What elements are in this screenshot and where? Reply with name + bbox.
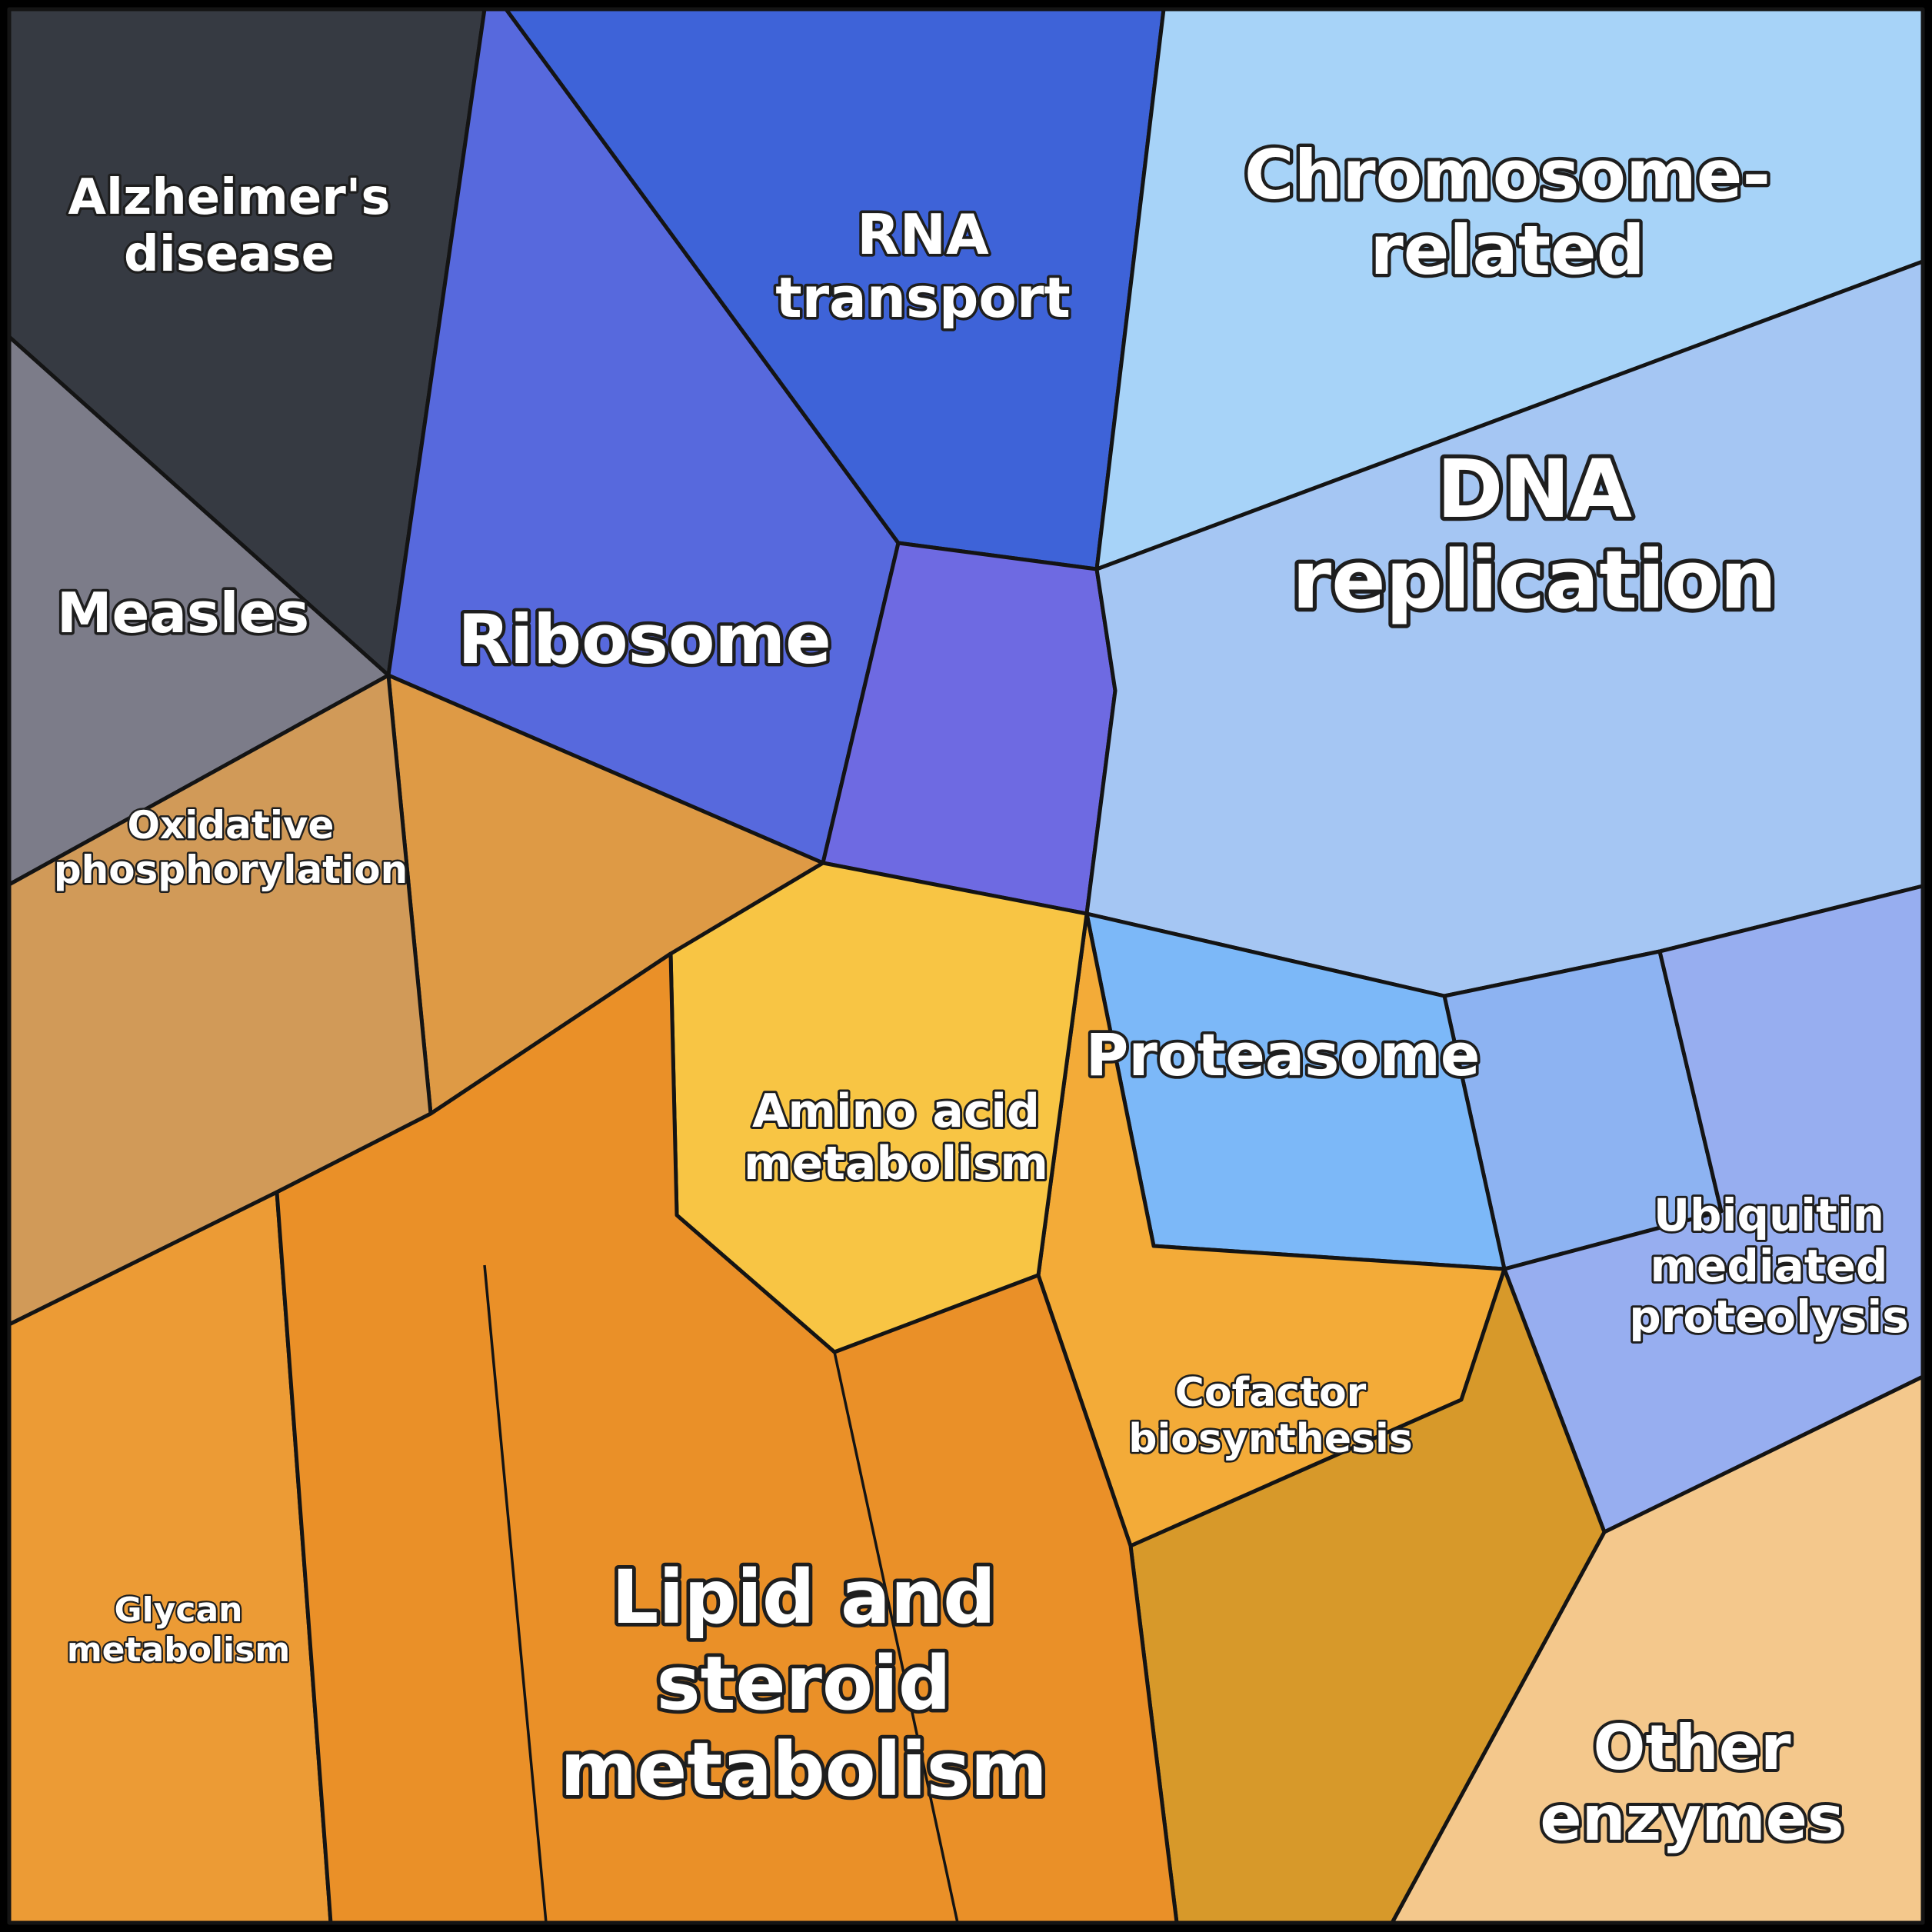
label-line: Alzheimer's xyxy=(68,169,391,226)
internal-edges-layer xyxy=(483,1264,959,1924)
label-line: metabolism xyxy=(744,1137,1048,1191)
cells-layer xyxy=(7,7,1925,1925)
label-line: Amino acid xyxy=(752,1084,1040,1138)
label-line: Lipid and xyxy=(611,1554,996,1641)
label-line: Cofactor xyxy=(1175,1370,1367,1416)
label-proteasome: Proteasome xyxy=(1086,1021,1481,1089)
label-line: Other xyxy=(1594,1712,1791,1784)
label-line: disease xyxy=(124,226,335,283)
label-line: RNA xyxy=(857,202,989,267)
label-line: DNA xyxy=(1437,442,1632,536)
label-line: related xyxy=(1370,211,1644,290)
label-line: metabolism xyxy=(560,1727,1047,1813)
label-measles: Measles xyxy=(57,581,309,645)
label-line: enzymes xyxy=(1540,1783,1844,1854)
label-line: phosphorylation xyxy=(54,848,408,892)
sub-cell-edge xyxy=(833,1351,959,1924)
label-ribosome: Ribosome xyxy=(458,600,831,679)
label-line: mediated xyxy=(1651,1240,1888,1292)
label-line: Ubiquitin xyxy=(1654,1189,1884,1241)
label-line: replication xyxy=(1292,533,1777,627)
label-line: Glycan xyxy=(115,1591,243,1630)
label-line: Ribosome xyxy=(458,600,831,679)
label-chromosome-related: Chromosome-related xyxy=(1244,135,1770,290)
cell-glycan-metabolism xyxy=(7,1190,333,1925)
cell-lipid-and-steroid-metabolism xyxy=(275,951,1179,1925)
label-line: transport xyxy=(775,265,1071,330)
sub-cell-edge xyxy=(483,1264,548,1924)
label-line: proteolysis xyxy=(1629,1291,1909,1343)
label-line: steroid xyxy=(656,1641,951,1727)
label-line: biosynthesis xyxy=(1128,1416,1413,1462)
label-line: metabolism xyxy=(67,1631,290,1670)
label-line: Proteasome xyxy=(1086,1021,1481,1089)
label-line: Chromosome- xyxy=(1244,135,1770,215)
label-line: Measles xyxy=(57,581,309,645)
label-line: Oxidative xyxy=(128,803,335,848)
